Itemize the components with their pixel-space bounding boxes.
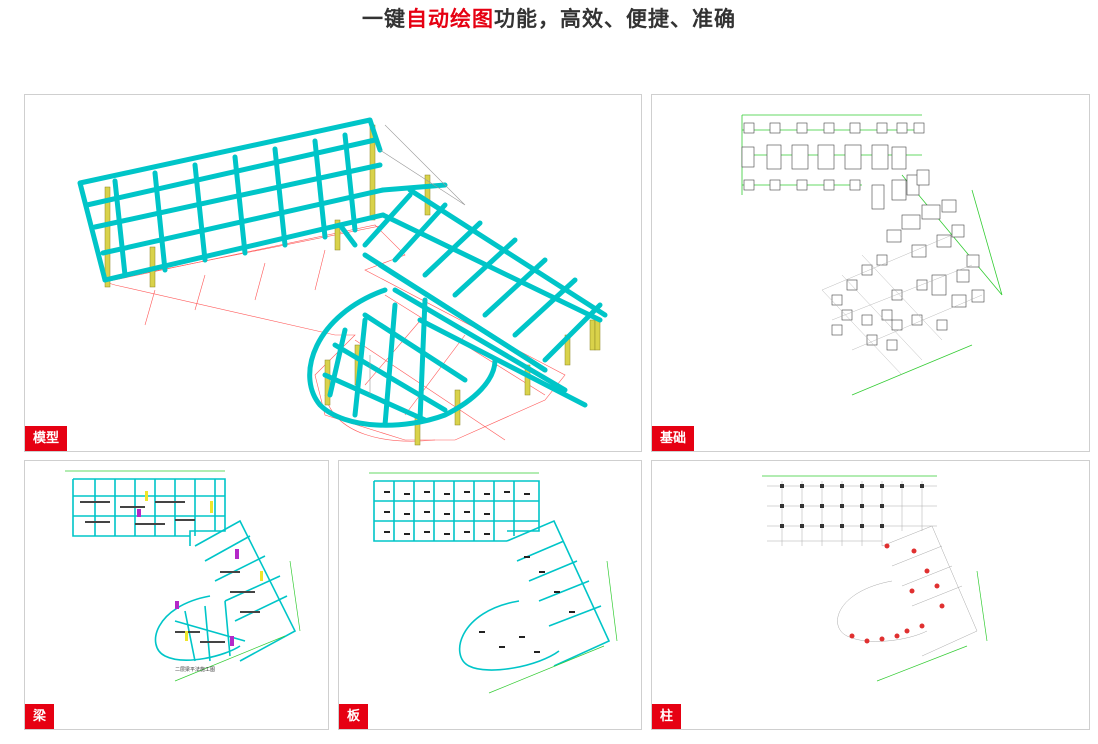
panel-column[interactable]: 柱: [651, 460, 1090, 730]
panel-label-beam: 梁: [25, 704, 55, 729]
panel-label-column: 柱: [652, 704, 682, 729]
panel-foundation[interactable]: 基础: [651, 94, 1090, 452]
panel-label-foundation: 基础: [652, 426, 695, 451]
foundation-plan-drawing: [741, 114, 1003, 396]
panel-label-model: 模型: [25, 426, 68, 451]
page-headline: 一键自动绘图功能，高效、便捷、准确: [0, 4, 1098, 34]
panel-model[interactable]: 模型: [24, 94, 642, 452]
column-plan-drawing: [762, 475, 988, 682]
headline-highlight: 自动绘图: [406, 7, 494, 31]
headline-suffix: 功能，高效、便捷、准确: [494, 7, 736, 31]
slab-plan-drawing: [369, 472, 618, 694]
beam-plan-drawing: 二层梁平法施工图: [65, 470, 301, 682]
panel-label-slab: 板: [339, 704, 369, 729]
drawing-caption: 二层梁平法施工图: [175, 666, 215, 673]
model-3d-render: [77, 117, 608, 446]
panel-beam[interactable]: 二层梁平法施工图 梁: [24, 460, 329, 730]
panel-slab[interactable]: 板: [338, 460, 642, 730]
headline-prefix: 一键: [362, 7, 406, 31]
